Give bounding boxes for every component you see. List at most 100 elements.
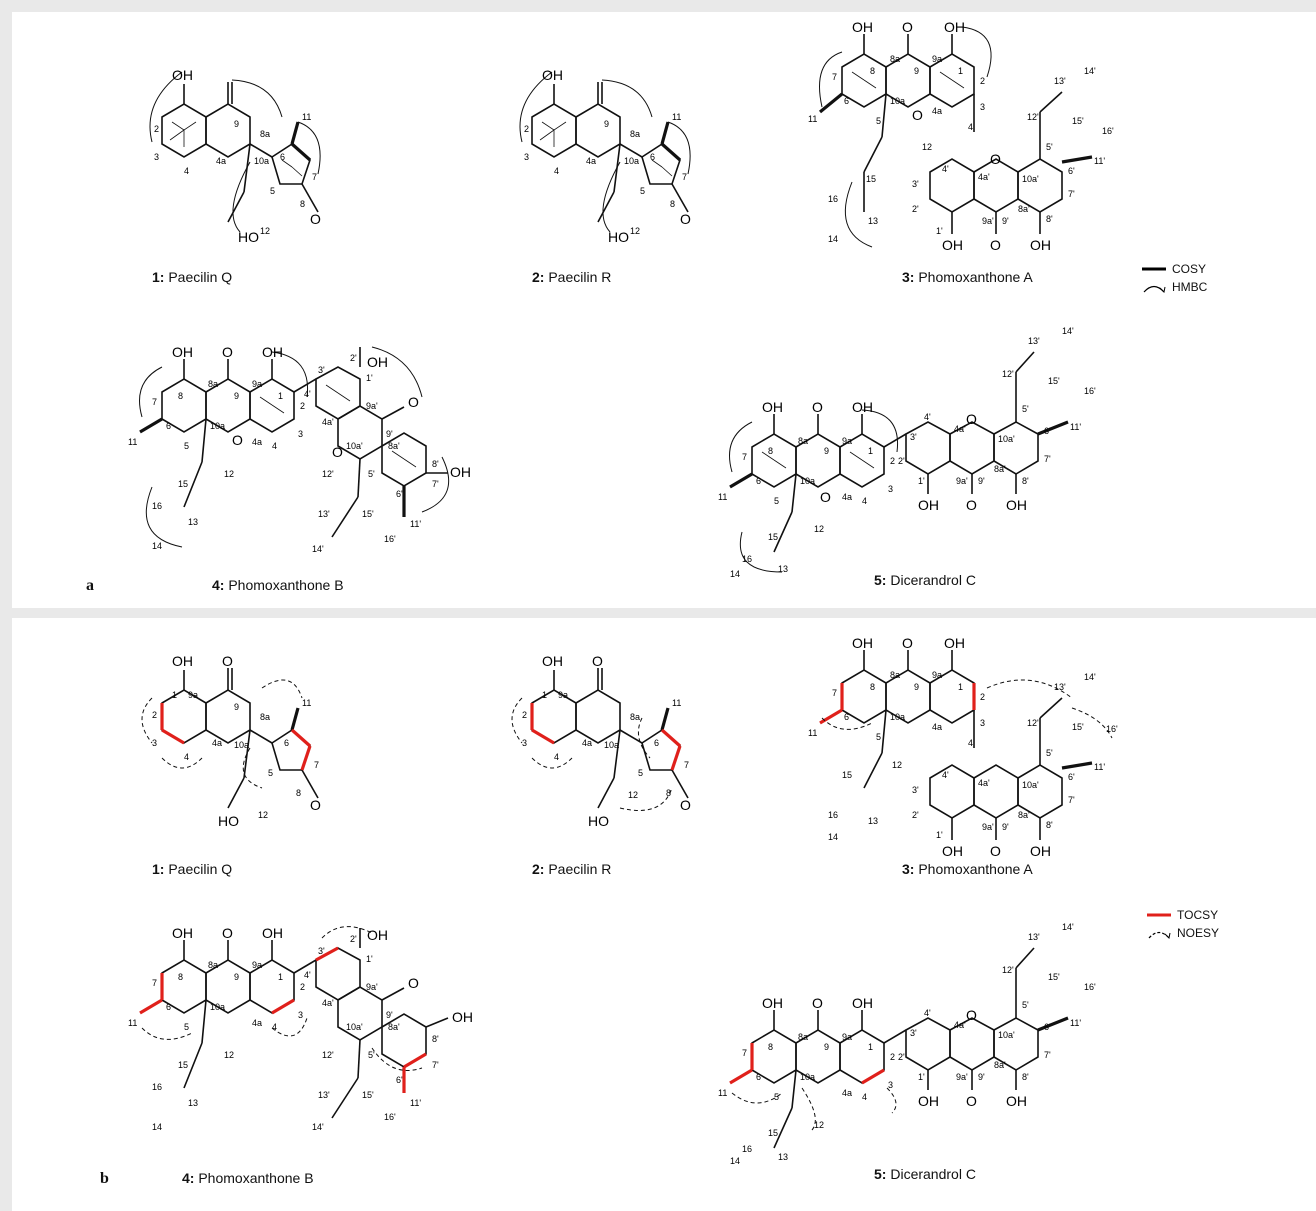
- svg-text:7': 7': [1068, 189, 1075, 199]
- svg-text:4a': 4a': [954, 424, 966, 434]
- svg-text:16': 16': [1084, 386, 1096, 396]
- svg-text:15: 15: [178, 1060, 188, 1070]
- svg-text:5': 5': [368, 1050, 375, 1060]
- svg-text:5: 5: [876, 116, 881, 126]
- svg-text:OH: OH: [450, 464, 471, 480]
- svg-text:9': 9': [386, 1010, 393, 1020]
- svg-text:16: 16: [828, 810, 838, 820]
- svg-text:14: 14: [828, 832, 838, 842]
- svg-text:3': 3': [910, 432, 917, 442]
- svg-text:7: 7: [152, 397, 157, 407]
- svg-text:9': 9': [386, 429, 393, 439]
- svg-text:8a: 8a: [798, 1032, 808, 1042]
- svg-text:12: 12: [814, 524, 824, 534]
- svg-text:10a: 10a: [234, 740, 249, 750]
- svg-text:OH: OH: [942, 237, 963, 253]
- svg-text:7': 7': [432, 1060, 439, 1070]
- svg-text:6: 6: [654, 738, 659, 748]
- svg-text:O: O: [990, 151, 1001, 167]
- svg-text:3': 3': [910, 1028, 917, 1038]
- svg-text:14': 14': [312, 1122, 324, 1132]
- svg-text:14': 14': [1062, 922, 1074, 932]
- svg-text:15: 15: [866, 174, 876, 184]
- svg-text:3: 3: [298, 1010, 303, 1020]
- svg-text:9a: 9a: [188, 690, 198, 700]
- svg-text:13: 13: [868, 816, 878, 826]
- svg-text:16': 16': [1102, 126, 1114, 136]
- svg-text:16: 16: [828, 194, 838, 204]
- legend-b: TOCSY NOESY: [1147, 906, 1219, 942]
- svg-text:4a': 4a': [322, 417, 334, 427]
- panel-letter-b: b: [100, 1170, 109, 1187]
- svg-text:12': 12': [1002, 965, 1014, 975]
- structure-1-paecilin-q-b: OH O HO O 1 9a 2 3 4 4a 9 8a 10a 6 11 7 …: [141, 653, 321, 829]
- svg-text:OH: OH: [452, 1009, 473, 1025]
- svg-text:8: 8: [178, 972, 183, 982]
- compound-label-5-b: 5: Dicerandrol C: [874, 1166, 976, 1182]
- svg-text:6: 6: [166, 1002, 171, 1012]
- svg-text:OH: OH: [1006, 1093, 1027, 1109]
- svg-text:5: 5: [876, 732, 881, 742]
- svg-text:8: 8: [666, 788, 671, 798]
- svg-text:10a': 10a': [1022, 174, 1039, 184]
- svg-text:8a: 8a: [260, 129, 270, 139]
- svg-text:2': 2': [912, 810, 919, 820]
- svg-text:O: O: [990, 843, 1001, 859]
- svg-text:3': 3': [318, 946, 325, 956]
- svg-text:8a: 8a: [630, 129, 640, 139]
- svg-text:OH: OH: [262, 925, 283, 941]
- svg-text:7': 7': [1068, 795, 1075, 805]
- svg-text:6': 6': [396, 489, 403, 499]
- svg-text:12: 12: [628, 790, 638, 800]
- svg-text:3: 3: [154, 152, 159, 162]
- svg-text:14: 14: [152, 541, 162, 551]
- svg-text:5: 5: [184, 1022, 189, 1032]
- svg-text:O: O: [966, 411, 977, 427]
- svg-text:9a': 9a': [366, 401, 378, 411]
- svg-text:2: 2: [522, 710, 527, 720]
- svg-text:O: O: [232, 432, 243, 448]
- svg-text:O: O: [222, 653, 233, 669]
- legend-a: COSY HMBC: [1142, 260, 1207, 296]
- svg-text:10a: 10a: [604, 740, 619, 750]
- svg-text:13': 13': [1054, 682, 1066, 692]
- svg-text:4a: 4a: [842, 1088, 852, 1098]
- svg-text:13: 13: [188, 517, 198, 527]
- svg-text:OH: OH: [367, 354, 388, 370]
- svg-text:4: 4: [184, 752, 189, 762]
- svg-text:13': 13': [1028, 932, 1040, 942]
- svg-text:3': 3': [912, 785, 919, 795]
- svg-text:O: O: [812, 399, 823, 415]
- svg-text:4a: 4a: [932, 722, 942, 732]
- compound-label-4-b: 4: Phomoxanthone B: [182, 1170, 314, 1186]
- svg-text:1: 1: [278, 972, 283, 982]
- svg-text:11: 11: [718, 492, 727, 502]
- svg-text:4: 4: [554, 166, 559, 176]
- svg-text:4a': 4a': [978, 778, 990, 788]
- svg-text:8': 8': [1046, 214, 1053, 224]
- svg-text:9: 9: [234, 972, 239, 982]
- svg-text:8: 8: [178, 391, 183, 401]
- structure-1-paecilin-q: OH HO O 2 3 4 4a 9 8a 10a 6 11 7 5 8 12: [149, 67, 321, 245]
- svg-text:OH: OH: [542, 653, 563, 669]
- legend-tocsy: TOCSY: [1147, 908, 1219, 922]
- svg-text:6': 6': [1044, 1022, 1051, 1032]
- svg-text:2: 2: [300, 401, 305, 411]
- svg-text:6': 6': [396, 1075, 403, 1085]
- svg-text:16': 16': [1084, 982, 1096, 992]
- svg-text:8': 8': [432, 1034, 439, 1044]
- svg-text:9: 9: [234, 391, 239, 401]
- svg-text:2': 2': [350, 934, 357, 944]
- svg-text:6': 6': [1044, 426, 1051, 436]
- svg-text:O: O: [990, 237, 1001, 253]
- svg-text:O: O: [592, 653, 603, 669]
- panel-letter-a: a: [86, 577, 94, 594]
- legend-cosy: COSY: [1142, 262, 1207, 276]
- svg-text:7: 7: [742, 1048, 747, 1058]
- structure-3-phomoxanthone-a-b: OH O OH OH O OH 8 8a 9 9a 1 2 3 4 4a 10a…: [808, 635, 1118, 859]
- svg-text:9: 9: [234, 119, 239, 129]
- svg-text:11': 11': [1070, 1018, 1081, 1028]
- svg-text:OH: OH: [852, 995, 873, 1011]
- svg-text:10a: 10a: [210, 1002, 225, 1012]
- svg-text:11: 11: [302, 698, 311, 708]
